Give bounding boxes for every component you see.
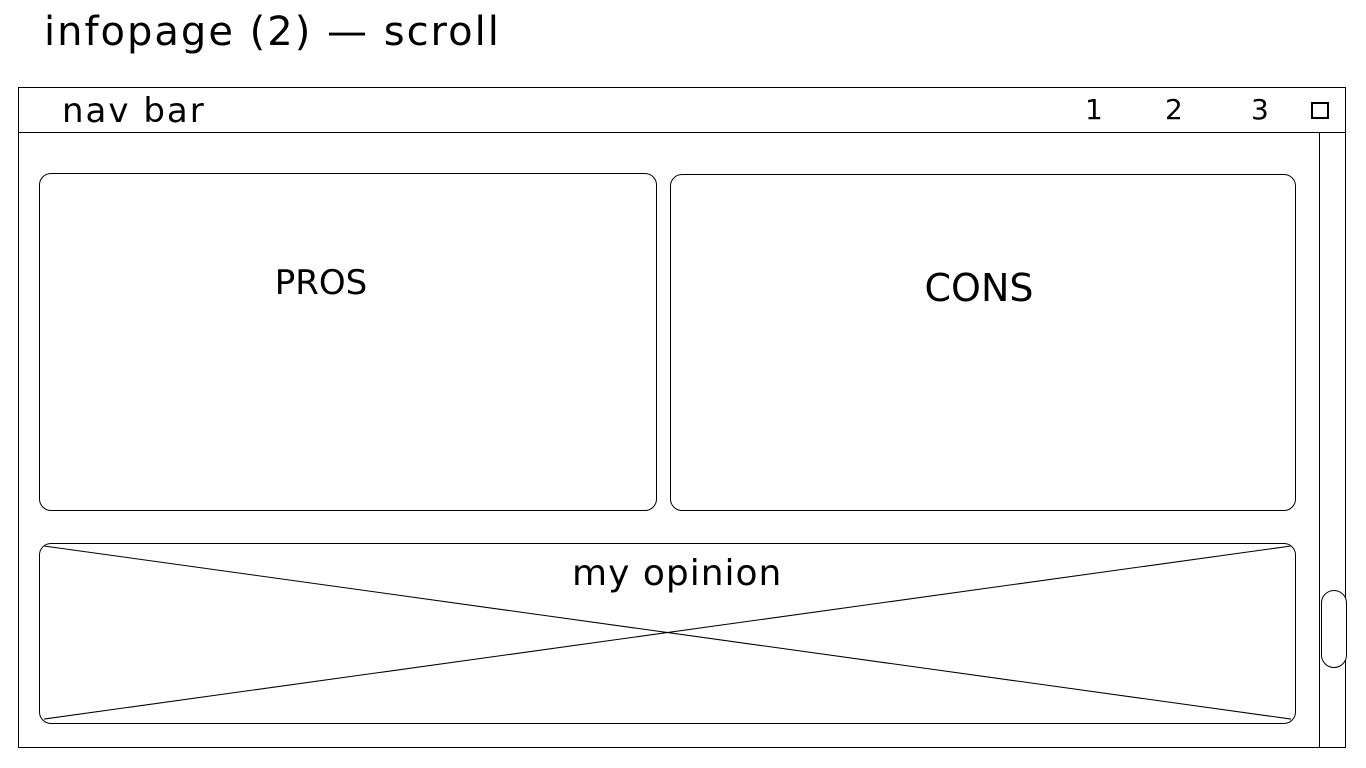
scrollbar-track[interactable] xyxy=(1319,133,1320,748)
nav-bar-label: nav bar xyxy=(62,91,206,131)
nav-link-3[interactable]: 3 xyxy=(1251,93,1269,126)
nav-link-1[interactable]: 1 xyxy=(1085,93,1103,126)
image-placeholder-cross xyxy=(43,545,1292,720)
cons-label: CONS xyxy=(924,266,1034,310)
nav-link-2[interactable]: 2 xyxy=(1165,93,1183,126)
opinion-label: my opinion xyxy=(572,553,783,594)
cons-card: CONS xyxy=(670,174,1296,511)
cross-line-b xyxy=(43,545,1292,720)
nav-bar: nav bar 1 2 3 xyxy=(19,88,1345,133)
page-title: infopage (2) — scroll xyxy=(44,9,501,55)
scrollbar-thumb[interactable] xyxy=(1321,590,1347,668)
square-icon[interactable] xyxy=(1311,102,1329,119)
pros-label: PROS xyxy=(274,263,368,303)
pros-card: PROS xyxy=(39,173,657,511)
browser-frame: nav bar 1 2 3 PROS CONS my opinion xyxy=(18,87,1347,748)
opinion-placeholder: my opinion xyxy=(39,543,1296,724)
